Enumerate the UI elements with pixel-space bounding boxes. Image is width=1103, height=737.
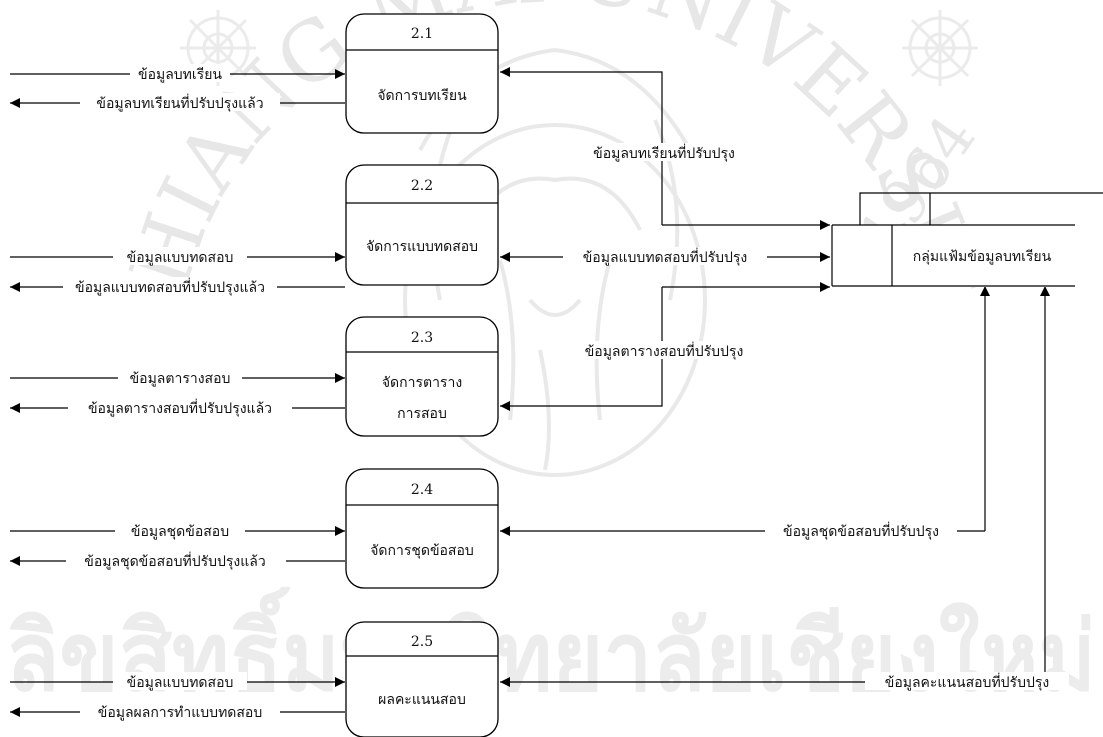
flow-label-out-2-5: ข้อมูลผลการทำแบบทดสอบ [98,705,262,721]
flow-label-ds-2-1: ข้อมูลบทเรียนที่ปรับปรุง [593,144,735,162]
process-id: 2.4 [411,482,433,498]
flow-label-in-2-2: ข้อมูลแบบทดสอบ [127,250,234,266]
process-2-2: 2.2 จัดการแบบทดสอบ [345,164,499,286]
process-name: จัดการแบบทดสอบ [366,239,478,255]
datastore: กลุ่มแฟ้มข้อมูลบทเรียน [831,224,1103,287]
process-id: 2.2 [411,178,433,194]
datastore-top-connector [859,192,1103,225]
datastore-label: กลุ่มแฟ้มข้อมูลบทเรียน [913,249,1052,265]
flow-label-in-2-3: ข้อมูลตารางสอบ [130,371,231,387]
process-name-line-2: การสอบ [397,406,447,422]
flow-label-in-2-1: ข้อมูลบทเรียน [138,67,222,83]
flow-ds-2-3-back-line [500,287,663,411]
flow-label-ds-2-3: ข้อมูลตารางสอบที่ปรับปรุง [585,342,744,360]
process-name: จัดการบทเรียน [377,88,467,104]
process-id: 2.5 [411,634,433,650]
watermark-thai-text: ลิขสิทธิ์มหาวิทยาลัยเชียงใหม่ [6,586,1096,713]
flow-label-in-2-4: ข้อมูลชุดข้อสอบ [131,524,229,540]
flow-label-out-2-2: ข้อมูลแบบทดสอบที่ปรับปรุงแล้ว [75,278,265,296]
process-name-line-1: จัดการตาราง [382,375,462,391]
flow-label-ds-2-4: ข้อมูลชุดข้อสอบที่ปรับปรุง [783,522,939,540]
process-2-5: 2.5 ผลคะแนนสอบ [345,621,499,737]
flow-ds-2-1-back-line [500,67,663,225]
flow-label-out-2-1: ข้อมูลบทเรียนที่ปรับปรุงแล้ว [96,94,263,112]
flow-label-ds-2-2: ข้อมูลแบบทดสอบที่ปรับปรุง [583,248,748,266]
process-2-1: 2.1 จัดการบทเรียน [345,13,499,134]
process-name: ผลคะแนนสอบ [378,692,466,708]
process-2-3: 2.3 จัดการตาราง การสอบ [345,316,499,437]
right-flower-ornament [902,10,978,86]
flow-label-ds-2-5: ข้อมูลคะแนนสอบที่ปรับปรุง [885,673,1049,691]
flow-label-in-2-5: ข้อมูลแบบทดสอบ [127,675,234,691]
flow-labels: ข้อมูลบทเรียน ข้อมูลบทเรียนที่ปรับปรุงแล… [63,64,1069,721]
process-id: 2.3 [411,330,433,346]
flow-label-out-2-4: ข้อมูลชุดข้อสอบที่ปรับปรุงแล้ว [84,552,265,570]
flow-label-out-2-3: ข้อมูลตารางสอบที่ปรับปรุงแล้ว [88,399,272,417]
process-name: จัดการชุดข้อสอบ [370,543,474,559]
process-2-4: 2.4 จัดการชุดข้อสอบ [345,468,499,589]
process-id: 2.1 [411,26,433,42]
